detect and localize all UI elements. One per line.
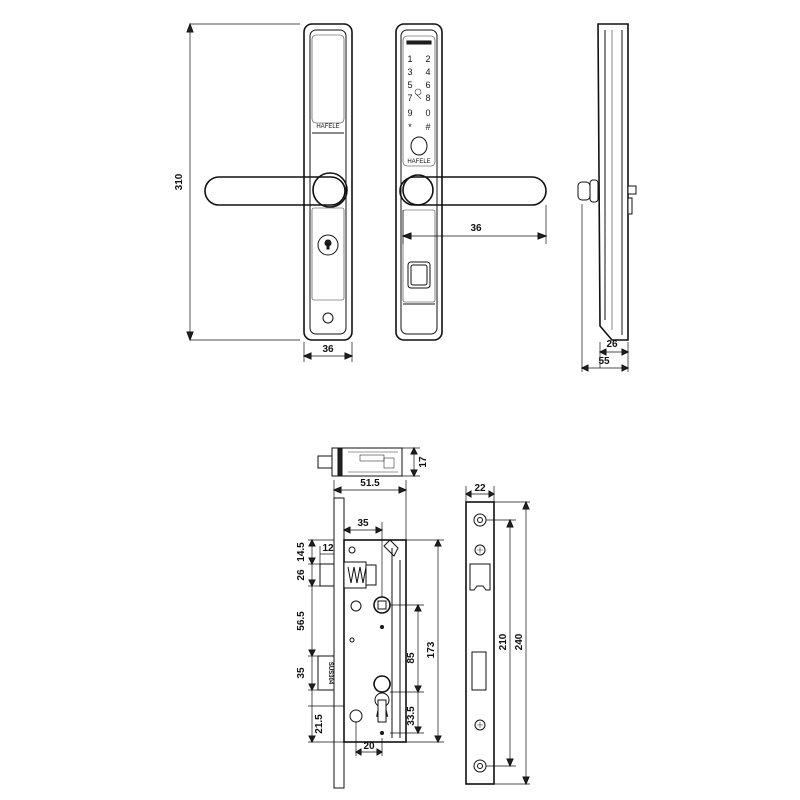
dim-latch-width: 12 xyxy=(322,543,334,554)
dim-handle-projection: 36 xyxy=(470,223,482,234)
dim-latch-height: 26 xyxy=(296,569,307,581)
keypad-keys: 1 2 3 4 5 6 7 8 9 0 * # xyxy=(407,54,430,132)
dim-mortise-top-depth: 17 xyxy=(418,456,429,468)
dim-cylinder-backset: 20 xyxy=(363,741,375,752)
keypad-inner-plate xyxy=(400,29,438,335)
dim-side-depth-outer: 55 xyxy=(598,356,610,367)
mortise-deadbolt xyxy=(317,655,335,691)
key-star[interactable]: * xyxy=(408,122,412,132)
dim-deadbolt-height: 35 xyxy=(296,667,307,679)
key-3[interactable]: 3 xyxy=(407,67,412,77)
keypad-display-bar xyxy=(406,40,432,45)
side-view: 26 55 xyxy=(577,23,637,372)
keypad-outer-plate xyxy=(395,23,443,341)
front-bottom-screw xyxy=(322,312,334,324)
dim-front-width: 36 xyxy=(322,344,334,355)
front-upper-panel xyxy=(311,34,345,124)
mortise-bottom-hole xyxy=(349,709,363,723)
front-lower-panel xyxy=(311,207,345,301)
dim-latch-to-deadbolt: 56.5 xyxy=(296,611,307,631)
keypad-glass-panel xyxy=(402,35,436,167)
mortise-spring xyxy=(347,566,367,584)
front-view-outside: HAFELE 310 36 xyxy=(174,22,354,362)
front-outer-plate xyxy=(303,23,353,341)
mortise-top-view: 17 xyxy=(317,446,429,478)
dim-faceplate-width: 22 xyxy=(474,483,486,494)
mortise-latch xyxy=(319,563,335,587)
faceplate-screw-upper xyxy=(474,544,486,556)
side-handle-stub xyxy=(589,179,599,203)
faceplate-deadbolt-slot xyxy=(471,651,487,691)
dim-faceplate-height: 240 xyxy=(514,633,525,650)
faceplate-screw-bottom xyxy=(473,759,487,773)
fingerprint-sensor-icon[interactable] xyxy=(410,136,428,156)
key-1[interactable]: 1 xyxy=(407,54,412,64)
mortise-top-latch xyxy=(317,455,333,469)
keypad-rose xyxy=(402,174,434,206)
faceplate-screw-lower xyxy=(474,719,486,731)
mortise-front-view: SUS304 51.5 35 12 xyxy=(296,478,444,789)
key-8[interactable]: 8 xyxy=(425,93,430,103)
keypad-logo: HAFELE xyxy=(407,159,430,165)
faceplate-screw-top xyxy=(473,513,487,527)
dim-handle-height: 310 xyxy=(174,173,185,190)
dim-handle-to-cylinder: 85 xyxy=(406,652,417,664)
key-hash[interactable]: # xyxy=(425,122,430,132)
faceplate-view: 22 210 240 xyxy=(465,483,530,786)
dim-latch-offset: 14.5 xyxy=(296,542,307,562)
front-lever-handle xyxy=(204,176,346,206)
dim-faceplate-screw-distance: 210 xyxy=(498,633,509,650)
key-5[interactable]: 5 xyxy=(407,80,412,90)
dim-body-height: 173 xyxy=(426,641,437,658)
sus304-label: SUS304 xyxy=(327,662,333,685)
front-inner-plate xyxy=(309,29,347,335)
key-6[interactable]: 6 xyxy=(425,80,430,90)
side-spindle xyxy=(627,185,637,195)
key-2[interactable]: 2 xyxy=(425,54,430,64)
dim-cylinder-height: 33.5 xyxy=(406,706,417,726)
side-handle-end xyxy=(577,181,591,201)
key-7[interactable]: 7 xyxy=(407,93,412,103)
mortise-body xyxy=(343,539,407,743)
dim-side-depth-inner: 26 xyxy=(606,339,618,350)
mortise-faceplate-edge xyxy=(333,497,345,789)
faceplate-latch-hole xyxy=(469,563,491,591)
key-9[interactable]: 9 xyxy=(407,108,412,118)
lock-symbol-icon xyxy=(414,88,422,100)
keypad-lower-panel xyxy=(402,209,436,303)
dim-cylinder-gap: 21.5 xyxy=(314,714,325,734)
front-key-escutcheon xyxy=(317,234,339,256)
keypad-lever-handle[interactable] xyxy=(399,176,547,206)
front-view-keypad: 1 2 3 4 5 6 7 8 9 0 * # HAFELE xyxy=(395,23,548,341)
mortise-cylinder-hole xyxy=(373,675,391,717)
key-4[interactable]: 4 xyxy=(425,67,430,77)
battery-cover xyxy=(407,261,431,289)
side-body-outline xyxy=(597,23,629,341)
front-rose xyxy=(312,172,348,208)
front-logo: HAFELE xyxy=(316,124,339,130)
dim-mortise-width: 35 xyxy=(357,518,369,529)
key-0[interactable]: 0 xyxy=(425,108,430,118)
faceplate-outline xyxy=(465,501,495,785)
dim-backset-total: 51.5 xyxy=(360,478,380,489)
